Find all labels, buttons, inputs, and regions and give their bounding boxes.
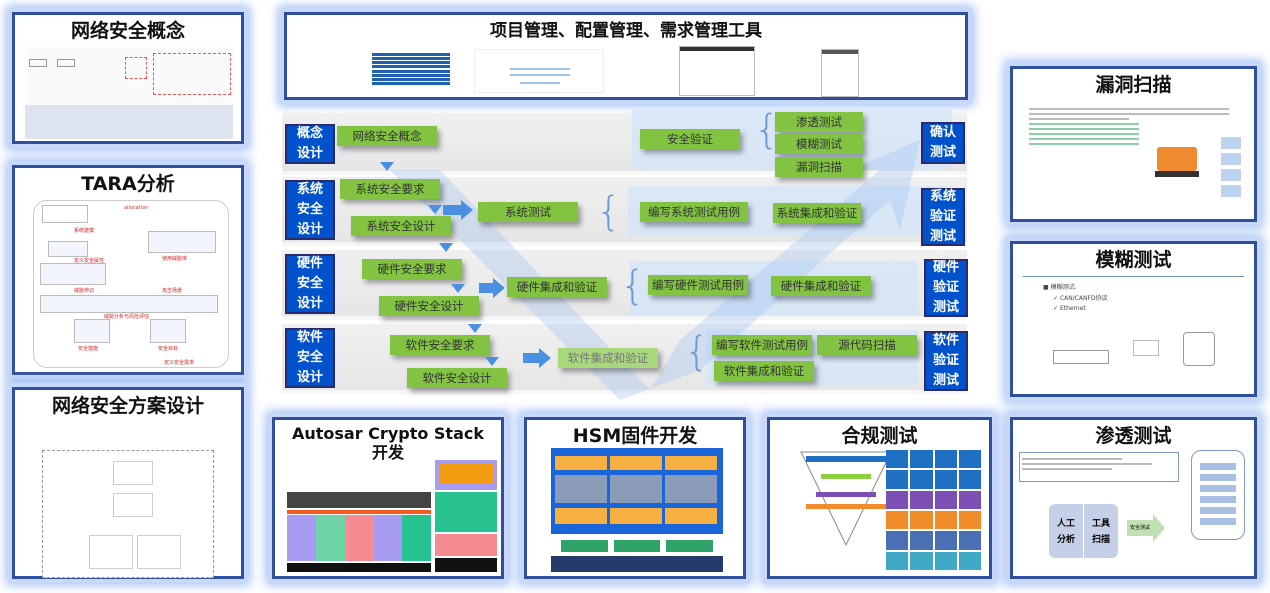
card-title: 渗透测试 <box>1095 425 1172 447</box>
card-hsm-firmware: HSM固件开发 <box>524 417 746 579</box>
phase-software-verification-test: 软件 验证 测试 <box>924 331 968 391</box>
tara-step: 攻击场景 <box>162 288 183 294</box>
card-vulnerability-scan: 漏洞扫描 <box>1010 66 1257 222</box>
card-security-scheme-design: 网络安全方案设计 <box>12 387 244 579</box>
fuzz-item: ✓ Ethernet <box>1053 305 1086 312</box>
config-tool-screenshot <box>679 46 755 96</box>
box-source-code-scan: 源代码扫描 <box>817 335 917 355</box>
autosar-crypto-detail-image <box>435 460 497 574</box>
box-hardware-security-design: 硬件安全设计 <box>379 296 479 316</box>
card-title: 网络安全概念 <box>70 20 185 42</box>
autosar-stack-image <box>287 492 431 574</box>
box-penetration-test: 渗透测试 <box>775 112 863 132</box>
box-security-verification: 安全验证 <box>640 129 740 149</box>
box-fuzz-test: 模糊测试 <box>775 134 863 154</box>
compliance-diagram <box>776 450 986 575</box>
tara-step: 威胁辨识 <box>74 288 95 294</box>
box-vulnerability-scan: 漏洞扫描 <box>775 157 863 177</box>
box-hardware-integration-verification: 硬件集成和验证 <box>507 277 607 297</box>
brace-icon: { <box>684 329 710 375</box>
arrow-right-icon <box>443 200 473 220</box>
arrow-down-icon <box>428 205 442 214</box>
phase-system-security-design: 系统 安全 设计 <box>285 180 335 240</box>
fuzz-item-label: CAN/CANFD协议 <box>1059 295 1108 302</box>
card-tara-analysis: TARA分析 allocation 系统建模 定义安全属性 威胁辨识 威胁分析与… <box>12 165 244 375</box>
arrow-down-icon <box>439 243 453 252</box>
arrow-right-icon <box>523 348 551 368</box>
fuzz-item: ✓ CAN/CANFD协议 <box>1053 295 1108 302</box>
box-write-system-test-cases: 编写系统测试用例 <box>640 202 748 222</box>
vuln-scan-image <box>1029 105 1244 215</box>
tara-flow-image: allocation 系统建模 定义安全属性 威胁辨识 威胁分析与风险评估 安全… <box>33 200 229 368</box>
arrow-right-icon <box>479 278 505 298</box>
card-autosar-crypto-stack: Autosar Crypto Stack 开发 <box>272 417 504 579</box>
phase-hardware-security-design: 硬件 安全 设计 <box>285 254 335 314</box>
tara-step: 定义安全属性 <box>74 258 105 264</box>
box-cybersecurity-concept: 网络安全概念 <box>337 126 437 146</box>
box-system-security-requirements: 系统安全要求 <box>340 179 440 199</box>
card-title: Autosar Crypto Stack <box>291 424 484 443</box>
phase-software-security-design: 软件 安全 设计 <box>285 328 335 388</box>
card-compliance-test: 合规测试 <box>767 417 992 579</box>
ibm-logo <box>372 53 450 85</box>
manual-analysis-block: 人工 分析 <box>1049 504 1083 558</box>
requirements-tool-screenshot <box>821 49 859 97</box>
fuzz-bullet-label: 模糊测试: <box>1050 284 1077 291</box>
concept-diagram-image <box>25 47 233 139</box>
tara-step: 安全措施 <box>78 346 99 352</box>
fuzz-bullet: ■ 模糊测试: <box>1043 284 1077 291</box>
box-software-security-design: 软件安全设计 <box>407 368 507 388</box>
arrow-down-icon <box>485 357 499 366</box>
brace-icon: { <box>754 107 780 153</box>
phase-validation-test: 确认 测试 <box>921 122 965 164</box>
card-title: 漏洞扫描 <box>1095 74 1172 96</box>
hsm-firmware-diagram <box>551 448 723 576</box>
fuzz-setup-image <box>1043 322 1233 382</box>
card-title-line2: 开发 <box>371 443 404 462</box>
scheme-architecture-image <box>42 450 214 578</box>
card-title: 网络安全方案设计 <box>51 395 204 417</box>
v-model-arrow <box>390 140 920 400</box>
phase-hardware-verification-test: 硬件 验证 测试 <box>924 259 968 317</box>
box-system-security-design: 系统安全设计 <box>351 216 451 236</box>
box-write-hardware-test-cases: 编写硬件测试用例 <box>648 275 748 295</box>
card-cybersecurity-concept: 网络安全概念 <box>12 12 244 144</box>
card-penetration-test: 渗透测试 人工 分析 工具 扫描 安全测试 <box>1010 417 1257 579</box>
phase-system-verification-test: 系统 验证 测试 <box>921 188 965 246</box>
box-software-security-requirements: 软件安全要求 <box>390 335 490 355</box>
test-items-panel <box>1191 450 1245 540</box>
box-hardware-integration-verification-2: 硬件集成和验证 <box>771 276 871 296</box>
card-title: 模糊测试 <box>1095 249 1172 271</box>
card-title: HSM固件开发 <box>572 425 698 447</box>
card-title: TARA分析 <box>81 173 175 195</box>
brace-icon: { <box>596 189 622 235</box>
brace-icon: { <box>620 263 646 309</box>
arrow-down-icon <box>468 324 482 333</box>
phase-concept-design: 概念 设计 <box>285 124 335 164</box>
tara-step: 定义安全需求 <box>164 360 195 366</box>
box-hardware-security-requirements: 硬件安全要求 <box>362 259 462 279</box>
security-test-arrow: 安全测试 <box>1127 520 1153 536</box>
tara-step: 使用威胁库 <box>162 256 188 262</box>
box-system-integration-verification: 系统集成和验证 <box>773 203 861 223</box>
arrow-down-icon <box>380 162 394 171</box>
tara-step: 系统建模 <box>74 228 95 234</box>
box-write-software-test-cases: 编写软件测试用例 <box>712 335 812 355</box>
box-software-integration-verification-2: 软件集成和验证 <box>714 361 814 381</box>
tara-allocation-label: allocation <box>124 205 149 211</box>
tara-step: 威胁分析与风险评估 <box>104 314 150 320</box>
tara-step: 安全目标 <box>158 346 179 352</box>
box-system-test: 系统测试 <box>478 202 578 222</box>
tool-scan-block: 工具 扫描 <box>1084 504 1118 558</box>
card-title: 项目管理、配置管理、需求管理工具 <box>490 21 762 41</box>
box-software-integration-verification: 软件集成和验证 <box>558 348 658 368</box>
gantt-screenshot <box>474 49 604 93</box>
fuzz-item-label: Ethernet <box>1059 305 1086 312</box>
card-title: 合规测试 <box>841 425 918 447</box>
card-fuzz-test: 模糊测试 ■ 模糊测试: ✓ CAN/CANFD协议 ✓ Ethernet <box>1010 241 1257 397</box>
arrow-down-icon <box>451 284 465 293</box>
